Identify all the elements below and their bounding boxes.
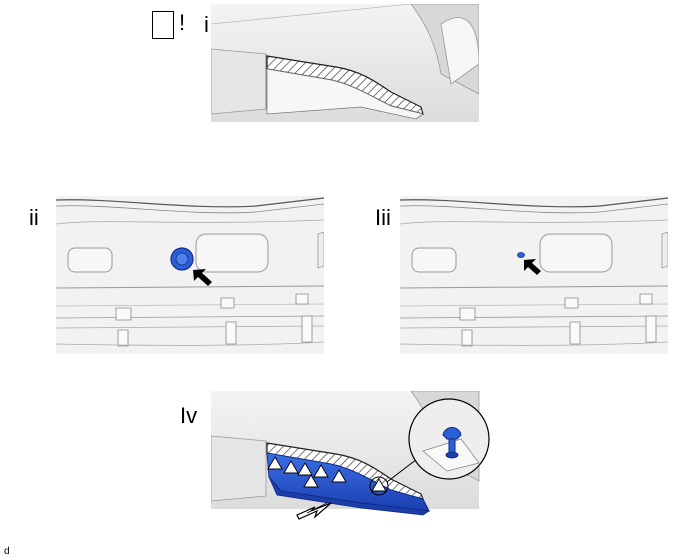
step-label-i: i [204, 12, 209, 37]
exclamation-mark: ! [179, 10, 186, 35]
clip-location-marks [267, 456, 387, 492]
panel-iv-illustration [211, 391, 490, 520]
panel-step-ii [56, 196, 324, 354]
figure-code: d [4, 546, 10, 557]
step-label-ii: ii [29, 205, 39, 230]
blue-clip-icon [170, 247, 194, 271]
panel-step-iii [400, 196, 668, 354]
panel-step-i [211, 4, 479, 122]
panel-ii-illustration [56, 196, 324, 354]
magnified-clip-inset [408, 398, 490, 480]
square-box-icon [152, 11, 174, 39]
panel-i-illustration [211, 4, 479, 122]
removal-direction-arrow-icon [296, 502, 332, 520]
small-clip-hole-icon [517, 252, 525, 258]
step-label-iii: Iii [375, 205, 391, 230]
pointer-arrow-icon [193, 269, 212, 286]
panel-step-iv [211, 391, 497, 531]
pointer-arrow-icon [524, 259, 541, 275]
step-label-iv: Iv [180, 403, 198, 428]
panel-iii-illustration [400, 196, 668, 354]
